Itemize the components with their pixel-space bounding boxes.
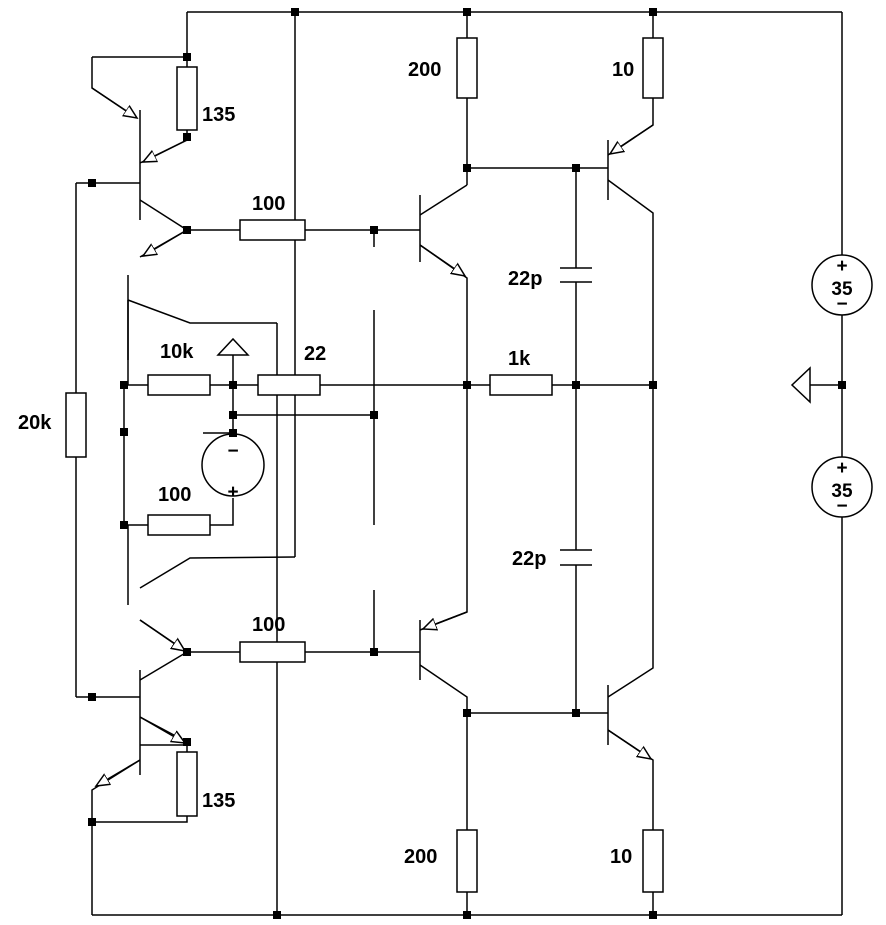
- label-20k: 20k: [18, 412, 52, 434]
- label-22p-top: 22p: [508, 268, 542, 290]
- label-200-top: 200: [408, 59, 441, 81]
- supply-top: [811, 254, 873, 316]
- emitter-arrows: [91, 87, 654, 786]
- resistor-22: [257, 374, 321, 396]
- supply-bottom-minus: −: [836, 496, 847, 517]
- label-10-bottom: 10: [610, 846, 632, 868]
- ground-symbol-input: [216, 337, 250, 356]
- supply-bottom: [811, 456, 873, 518]
- label-100-vsrc: 100: [158, 484, 191, 506]
- label-135-top: 135: [202, 104, 235, 126]
- resistor-100-base-top: [239, 219, 306, 241]
- label-10k: 10k: [160, 341, 194, 363]
- input-source-plus: +: [227, 482, 238, 503]
- label-200-bottom: 200: [404, 846, 437, 868]
- label-100-base-top: 100: [252, 193, 285, 215]
- supply-top-minus: −: [836, 294, 847, 315]
- capacitor-bottom: [560, 549, 592, 566]
- resistor-20k: [65, 392, 87, 458]
- resistor-10-top: [642, 37, 664, 99]
- label-10-top: 10: [612, 59, 634, 81]
- label-135-bottom: 135: [202, 790, 235, 812]
- supply-bottom-plus: +: [836, 458, 847, 479]
- label-100-base-bottom: 100: [252, 614, 285, 636]
- resistor-100-vsrc: [147, 514, 211, 536]
- supply-top-value: 35: [831, 279, 853, 300]
- resistor-10k: [147, 374, 211, 396]
- resistor-200-top: [456, 37, 478, 99]
- resistor-135-bottom: [176, 751, 198, 817]
- capacitor-top: [560, 267, 592, 283]
- label-1k: 1k: [508, 348, 531, 370]
- junction-dots: [88, 8, 846, 919]
- resistor-100-base-bottom: [239, 641, 306, 663]
- resistor-200-bottom: [456, 829, 478, 893]
- label-22: 22: [304, 343, 326, 365]
- resistor-1k: [489, 374, 553, 396]
- input-source-minus: −: [227, 441, 238, 462]
- resistor-135-top: [176, 66, 198, 131]
- resistor-10-bottom: [642, 829, 664, 893]
- supply-bottom-value: 35: [831, 481, 853, 502]
- ground-symbol-output: [790, 366, 811, 404]
- label-22p-bottom: 22p: [512, 548, 546, 570]
- supply-top-plus: +: [836, 256, 847, 277]
